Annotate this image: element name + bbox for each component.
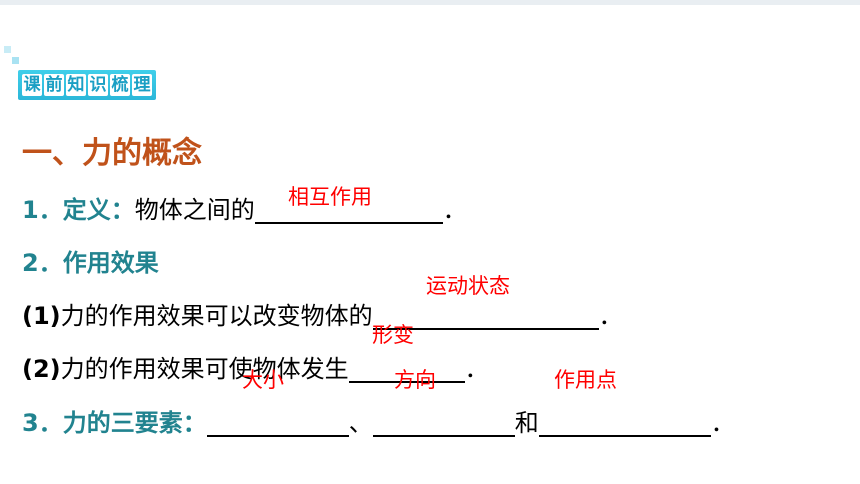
item-number: (1) xyxy=(22,302,61,330)
answer-text: 形变 xyxy=(372,323,414,347)
item-label: 定义： xyxy=(62,196,135,224)
item-label: 作用效果 xyxy=(62,249,159,277)
item-number: 1． xyxy=(22,196,63,224)
line-end: ． xyxy=(710,409,735,437)
separator: 和 xyxy=(514,409,539,437)
definition-line: 1．定义：物体之间的 ． xyxy=(22,190,467,225)
fill-blank xyxy=(206,411,349,437)
line-end: ． xyxy=(442,196,467,224)
fill-blank xyxy=(538,411,711,437)
fill-blank xyxy=(372,411,515,437)
answer-text: 作用点 xyxy=(554,368,617,392)
section-tag: 课 前 知 识 梳 理 xyxy=(18,70,156,100)
item-text: 力的作用效果可以改变物体的 xyxy=(60,302,373,330)
effect-line-1: (1)力的作用效果可以改变物体的 ． xyxy=(22,296,623,331)
line-end: ． xyxy=(598,302,623,330)
fill-blank xyxy=(254,198,443,224)
section-tag-char: 知 xyxy=(66,74,86,96)
decorative-square xyxy=(4,46,11,53)
section-tag-char: 课 xyxy=(22,74,42,96)
item-text: 物体之间的 xyxy=(134,196,255,224)
answer-text: 运动状态 xyxy=(426,274,510,298)
line-end: ． xyxy=(464,355,489,383)
answer-text: 方向 xyxy=(394,368,436,392)
section-heading: 一、力的概念 xyxy=(22,136,202,171)
effect-title-line: 2．作用效果 xyxy=(22,243,159,278)
item-text: 力的作用效果可使物体发生 xyxy=(60,355,349,383)
item-number: (2) xyxy=(22,355,61,383)
section-tag-char: 识 xyxy=(88,74,108,96)
top-border xyxy=(0,0,860,5)
three-elements-line: 3．力的三要素： 、 和 ． xyxy=(22,403,735,438)
answer-text: 大小 xyxy=(242,368,284,392)
item-label: 力的三要素： xyxy=(62,409,207,437)
fill-blank xyxy=(348,357,465,383)
section-tag-char: 前 xyxy=(44,74,64,96)
decorative-square xyxy=(12,57,19,64)
separator: 、 xyxy=(348,409,373,437)
answer-text: 相互作用 xyxy=(288,185,372,209)
fill-blank xyxy=(372,304,599,330)
section-tag-char: 梳 xyxy=(110,74,130,96)
effect-line-2: (2)力的作用效果可使物体发生 ． xyxy=(22,349,489,384)
item-number: 2． xyxy=(22,249,63,277)
section-tag-char: 理 xyxy=(132,74,152,96)
item-number: 3． xyxy=(22,409,63,437)
